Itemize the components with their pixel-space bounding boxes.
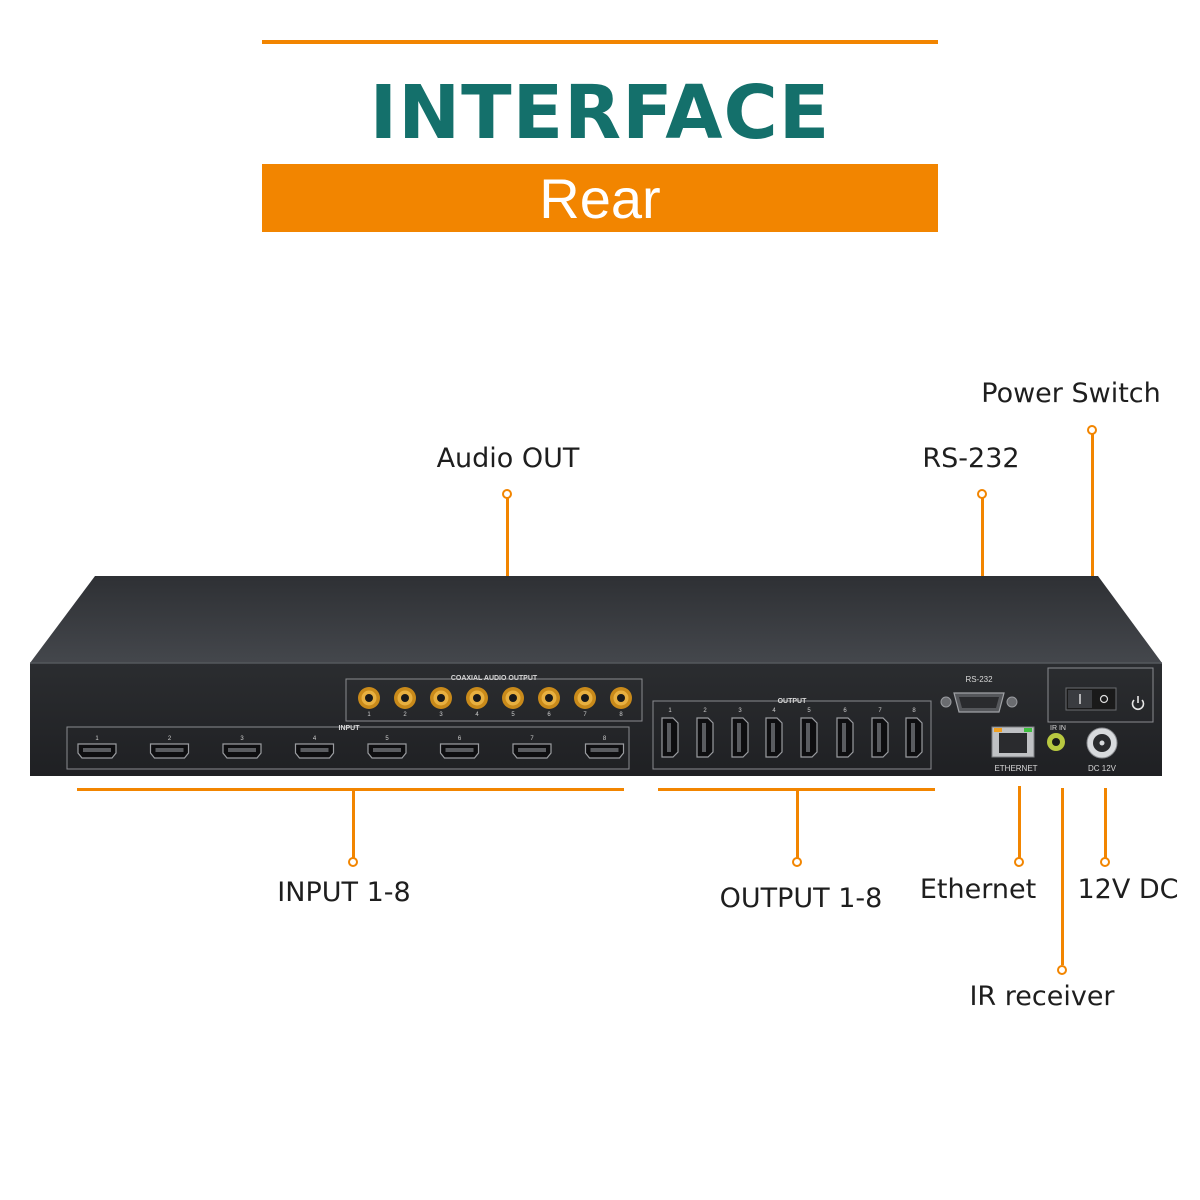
hdmi-input-label: INPUT xyxy=(339,725,361,732)
hdmi-output-port-8 xyxy=(905,717,923,758)
hdmi-input-port-7 xyxy=(512,743,552,759)
hdmi-output-port-6 xyxy=(836,717,854,758)
hdmi-output-port-3 xyxy=(731,717,749,758)
dc-power-jack xyxy=(1086,727,1118,759)
power-icon xyxy=(1131,696,1145,711)
hdmi-output-number-1: 1 xyxy=(668,708,672,714)
rca-number-6: 6 xyxy=(547,712,551,718)
leader-input xyxy=(352,788,355,858)
rca-number-2: 2 xyxy=(403,712,407,718)
callout-audio-out: Audio OUT xyxy=(436,443,580,474)
rca-number-8: 8 xyxy=(619,712,623,718)
callout-ethernet: Ethernet xyxy=(919,874,1037,905)
rca-jacks: 1 2 3 4 5 6 7 8 xyxy=(358,687,632,718)
hdmi-input-port-6 xyxy=(439,743,480,759)
power-switch-frame xyxy=(1047,667,1154,723)
power-switch xyxy=(1065,687,1117,711)
top-rule xyxy=(262,40,938,44)
rs232-label: RS-232 xyxy=(965,675,993,684)
leader-dot-rs232 xyxy=(977,489,987,499)
coax-audio-group-frame xyxy=(345,678,643,722)
leader-dot-audio-out xyxy=(502,489,512,499)
callout-power-switch: Power Switch xyxy=(981,378,1161,409)
rca-number-5: 5 xyxy=(511,712,515,718)
hdmi-input-port-1 xyxy=(77,743,117,759)
hdmi-output-port-5 xyxy=(800,717,818,758)
hdmi-output-port-4 xyxy=(765,717,783,758)
hdmi-input-number-5: 5 xyxy=(385,736,389,742)
hdmi-input-number-2: 2 xyxy=(168,736,172,742)
hdmi-output-port-1 xyxy=(661,717,679,758)
hdmi-input-ports: 1 2 3 4 5 6 7 8 xyxy=(77,736,625,759)
callout-input: INPUT 1-8 xyxy=(277,877,411,908)
hdmi-output-number-8: 8 xyxy=(912,708,916,714)
coax-audio-label: COAXIAL AUDIO OUTPUT xyxy=(451,675,538,682)
rca-jack-7 xyxy=(574,687,596,709)
ethernet-port xyxy=(991,726,1035,758)
callout-rs232: RS-232 xyxy=(922,443,1020,474)
hdmi-output-number-2: 2 xyxy=(703,708,707,714)
hdmi-output-group-frame xyxy=(652,700,932,770)
page-title: INTERFACE xyxy=(369,70,831,156)
leader-dot-input xyxy=(348,857,358,867)
rca-number-1: 1 xyxy=(367,712,371,718)
ir-jack xyxy=(1047,733,1065,751)
subtitle-banner: Rear xyxy=(262,164,938,232)
rca-jack-2 xyxy=(394,687,416,709)
rca-jack-5 xyxy=(502,687,524,709)
hdmi-output-port-2 xyxy=(696,717,714,758)
leader-ethernet xyxy=(1018,786,1021,858)
callout-output: OUTPUT 1-8 xyxy=(719,883,883,914)
rca-number-7: 7 xyxy=(583,712,587,718)
ethernet-label: ETHERNET xyxy=(994,764,1037,773)
leader-dot-dc xyxy=(1100,857,1110,867)
hdmi-input-port-2 xyxy=(149,743,190,759)
device-top-face xyxy=(30,576,1162,663)
hdmi-output-number-3: 3 xyxy=(738,708,742,714)
leader-ir xyxy=(1061,788,1064,965)
hdmi-input-port-4 xyxy=(294,743,335,759)
leader-output xyxy=(796,788,799,858)
hdmi-input-number-6: 6 xyxy=(458,736,462,742)
rca-jack-8 xyxy=(610,687,632,709)
callout-dc: 12V DC xyxy=(1077,874,1179,905)
hdmi-input-number-1: 1 xyxy=(95,736,99,742)
rca-jack-1 xyxy=(358,687,380,709)
hdmi-output-number-6: 6 xyxy=(843,708,847,714)
hdmi-output-number-7: 7 xyxy=(878,708,882,714)
leader-power-switch xyxy=(1091,434,1094,658)
hdmi-input-number-8: 8 xyxy=(603,736,607,742)
rca-jack-6 xyxy=(538,687,560,709)
hdmi-input-number-7: 7 xyxy=(530,736,534,742)
hdmi-output-label: OUTPUT xyxy=(778,698,808,705)
leader-dot-power-switch xyxy=(1087,425,1097,435)
rca-number-4: 4 xyxy=(475,712,479,718)
rs232-port xyxy=(940,692,1018,713)
hdmi-input-group-frame xyxy=(66,726,630,770)
hdmi-input-number-4: 4 xyxy=(313,736,317,742)
hdmi-input-port-5 xyxy=(367,743,407,759)
hdmi-output-ports: 1 2 3 4 5 6 7 8 xyxy=(660,700,925,758)
hdmi-input-port-3 xyxy=(222,743,262,759)
rca-jack-4 xyxy=(466,687,488,709)
leader-dot-ethernet xyxy=(1014,857,1024,867)
hdmi-input-number-3: 3 xyxy=(240,736,244,742)
dc-label: DC 12V xyxy=(1088,764,1117,773)
hdmi-output-number-5: 5 xyxy=(807,708,811,714)
ir-label: IR IN xyxy=(1050,725,1066,732)
leader-dot-ir xyxy=(1057,965,1067,975)
hdmi-output-port-7 xyxy=(871,717,889,758)
bracket-input xyxy=(77,788,624,791)
callout-ir: IR receiver xyxy=(969,981,1115,1012)
rca-jack-3 xyxy=(430,687,452,709)
leader-dc xyxy=(1104,788,1107,858)
hdmi-input-port-8 xyxy=(584,743,625,759)
rca-number-3: 3 xyxy=(439,712,443,718)
leader-dot-output xyxy=(792,857,802,867)
hdmi-output-number-4: 4 xyxy=(772,708,776,714)
